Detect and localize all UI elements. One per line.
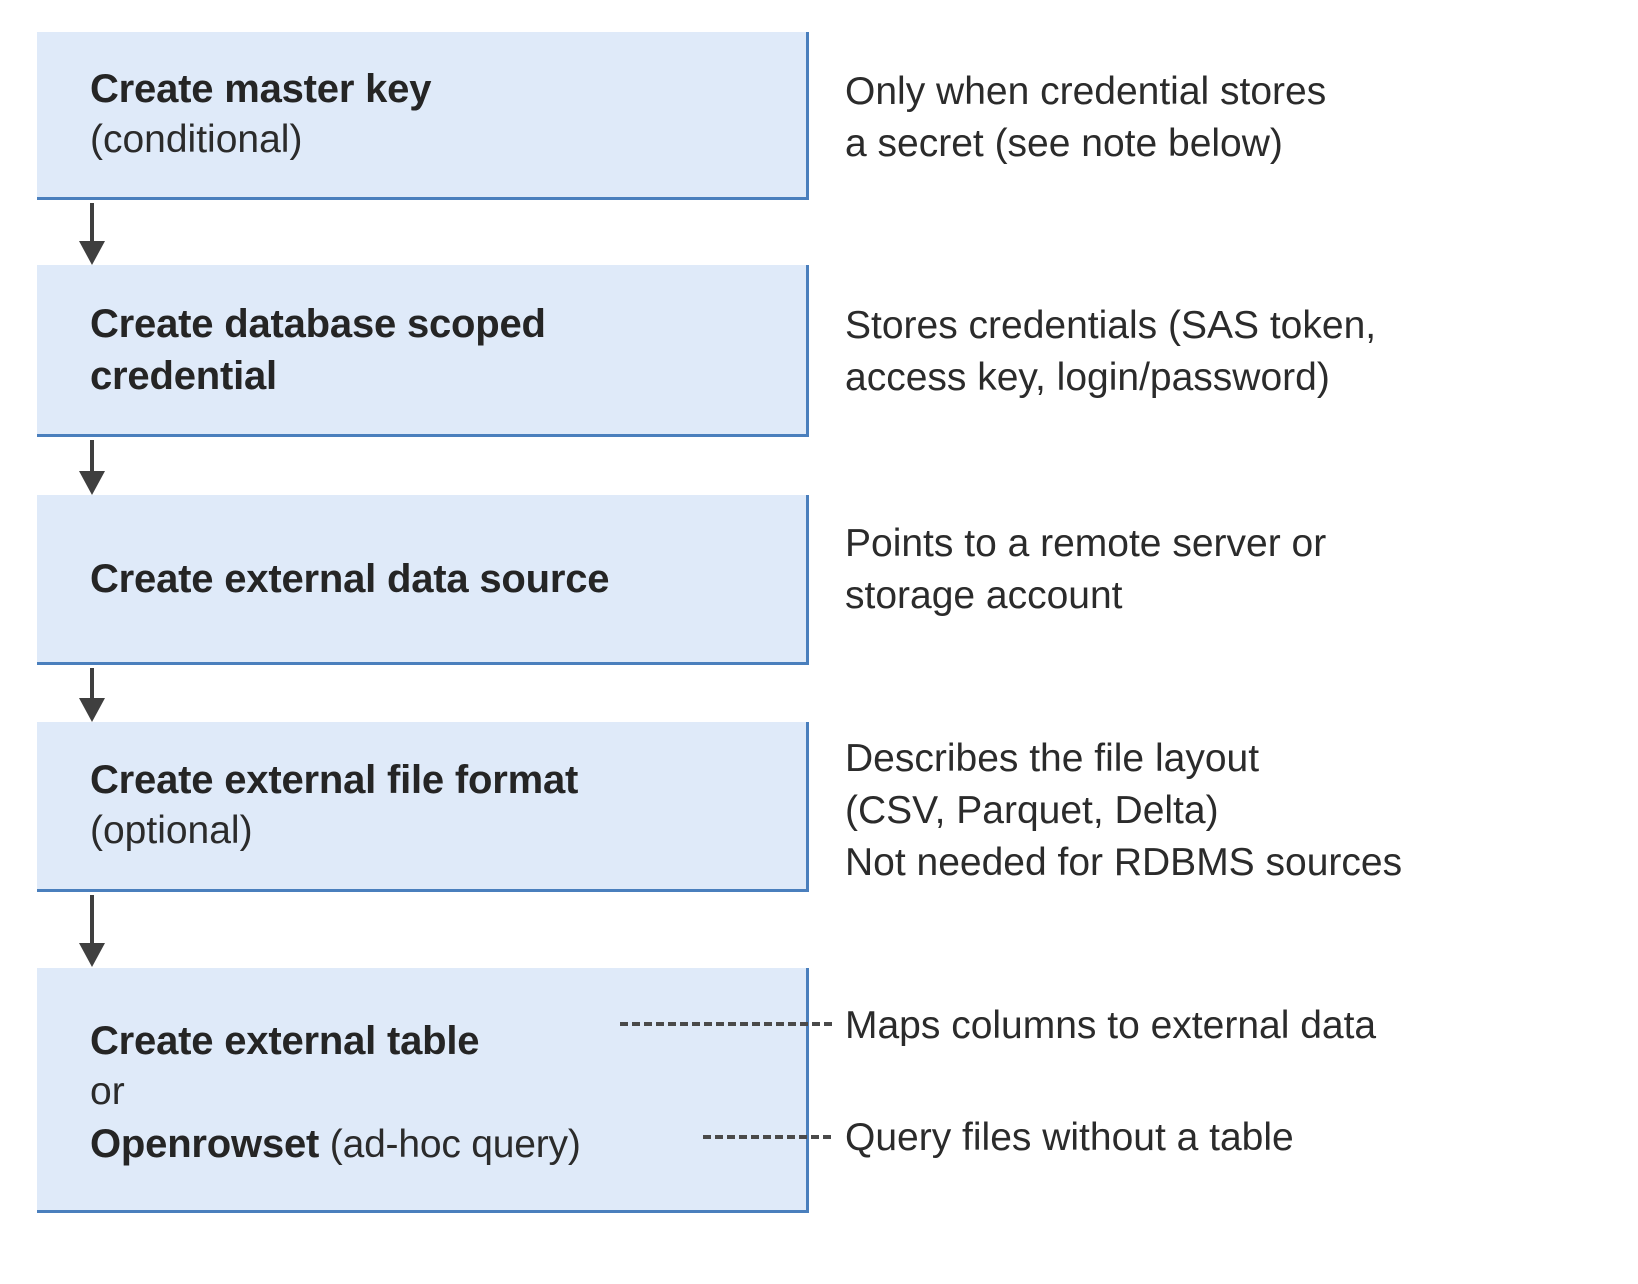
note-external-table: Maps columns to external data xyxy=(845,1004,1377,1047)
step-box-external-file-format[interactable]: Create external file format (optional) xyxy=(37,722,809,892)
note-database-scoped-credential: Stores credentials (SAS token, access ke… xyxy=(845,304,1377,399)
step-title-external-table: Create external table xyxy=(90,1019,480,1064)
step-separator-or: or xyxy=(90,1070,125,1114)
arrow-head xyxy=(79,698,105,722)
arrow-shaft xyxy=(90,203,94,243)
arrow-down-icon-4 xyxy=(79,895,105,968)
openrowset-label: Openrowset xyxy=(90,1122,320,1166)
note-external-file-format: Describes the file layout (CSV, Parquet,… xyxy=(845,737,1403,884)
dashed-connector-external-table xyxy=(620,1022,832,1026)
openrowset-suffix: (ad-hoc query) xyxy=(319,1123,581,1166)
arrow-head xyxy=(79,241,105,265)
step-box-external-data-source[interactable]: Create external data source xyxy=(37,495,809,665)
step-title-database-scoped-credential: Create database scoped credential xyxy=(90,301,546,398)
step-title-external-data-source: Create external data source xyxy=(90,556,610,601)
note-openrowset: Query files without a table xyxy=(845,1116,1294,1159)
step-box-external-table-or-openrowset[interactable]: Create external table or Openrowset (ad-… xyxy=(37,968,809,1213)
arrow-shaft xyxy=(90,895,94,945)
note-master-key: Only when credential stores a secret (se… xyxy=(845,70,1327,165)
arrow-down-icon-3 xyxy=(79,668,105,722)
arrow-shaft xyxy=(90,668,94,700)
arrow-head xyxy=(79,471,105,495)
step-title-external-file-format: Create external file format xyxy=(90,758,579,803)
step-title-master-key: Create master key xyxy=(90,67,432,112)
arrow-shaft xyxy=(90,440,94,473)
note-external-data-source: Points to a remote server or storage acc… xyxy=(845,522,1327,617)
arrow-head xyxy=(79,943,105,967)
dashed-connector-openrowset xyxy=(703,1135,831,1139)
step-box-database-scoped-credential[interactable]: Create database scoped credential xyxy=(37,265,809,437)
step-subtitle-external-file-format: (optional) xyxy=(90,809,253,853)
step-box-master-key[interactable]: Create master key (conditional) xyxy=(37,32,809,200)
arrow-down-icon-2 xyxy=(79,440,105,495)
step-title-openrowset: Openrowset (ad-hoc query) xyxy=(90,1118,806,1171)
arrow-down-icon-1 xyxy=(79,203,105,265)
step-subtitle-master-key: (conditional) xyxy=(90,118,303,162)
